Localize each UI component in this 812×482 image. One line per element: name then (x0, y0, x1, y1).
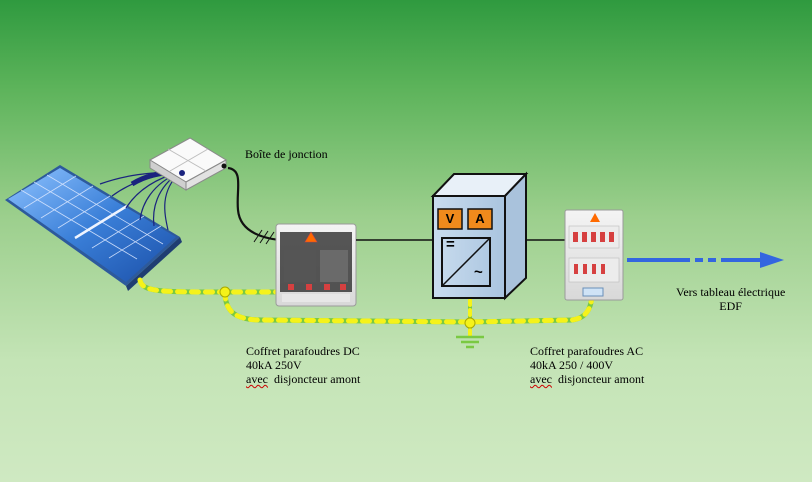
dc-symbol: = (446, 236, 455, 253)
ground-symbol-icon (456, 335, 484, 349)
ac-box-line1: Coffret parafoudres AC (530, 344, 644, 358)
earth-conductor (137, 277, 595, 338)
dc-box-avec: avec (246, 372, 268, 386)
dc-box-line1: Coffret parafoudres DC (246, 344, 360, 358)
earth-node-dc (219, 286, 231, 298)
dc-box-disjoncteur: disjoncteur amont (273, 372, 361, 386)
ac-box-line2: 40kA 250 / 400V (530, 358, 614, 372)
junction-box (149, 137, 227, 191)
grid-line1: Vers tableau électrique (676, 285, 786, 299)
dc-box-line3: avec disjoncteur amont (246, 372, 360, 386)
grid-label: Vers tableau électrique EDF (676, 285, 785, 313)
inverter (430, 171, 529, 301)
ac-box-avec: avec (530, 372, 552, 386)
earth-node-main (464, 317, 476, 329)
to-grid-arrow (627, 252, 784, 268)
ac-symbol: ~ (474, 264, 483, 281)
dc-box-label: Coffret parafoudres DC 40kA 250V avec di… (246, 344, 360, 386)
cable-strain-ticks (253, 229, 275, 245)
dc-cable (227, 166, 281, 242)
solar-panel (5, 165, 182, 291)
dc-surge-box (275, 223, 357, 307)
dc-box-line2: 40kA 250V (246, 358, 302, 372)
grid-line2: EDF (719, 299, 742, 313)
junction-box-label: Boîte de jonction (245, 147, 328, 161)
voltmeter-label: V (445, 211, 455, 226)
ac-box-label: Coffret parafoudres AC 40kA 250 / 400V a… (530, 344, 644, 386)
ac-box-line3: avec disjoncteur amont (530, 372, 644, 386)
ammeter-label: A (475, 211, 485, 226)
ac-surge-box (564, 209, 624, 301)
ac-box-disjoncteur: disjoncteur amont (557, 372, 645, 386)
